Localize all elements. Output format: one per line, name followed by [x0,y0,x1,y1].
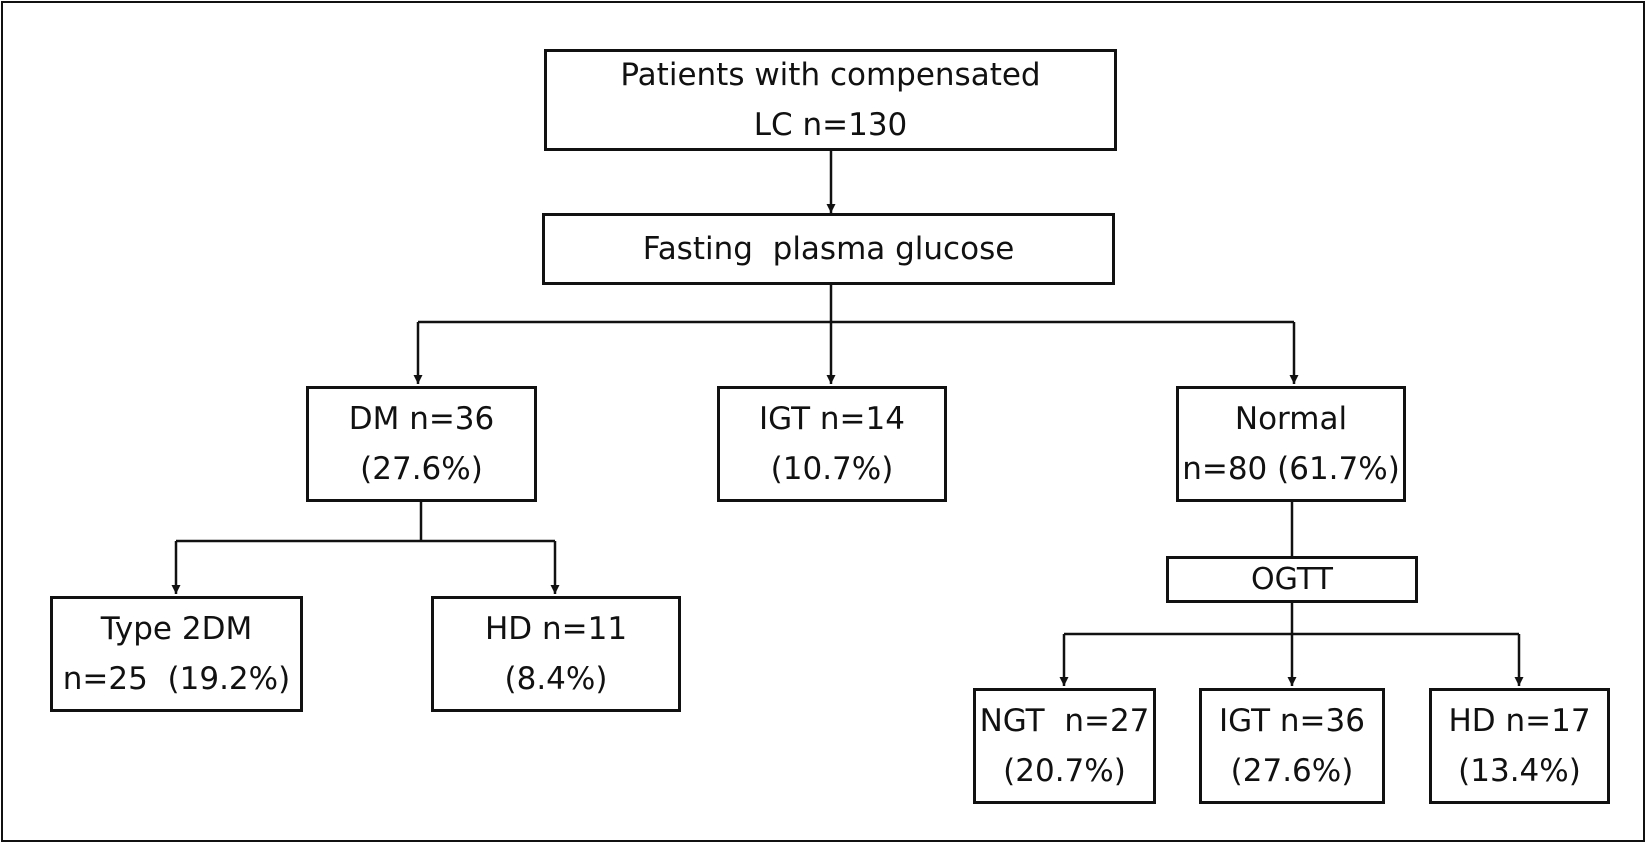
node-hd-ogtt-line1: HD n=17 [1448,703,1591,739]
node-ogtt: OGTT [1166,556,1418,603]
node-igt-line1: IGT n=14 [759,401,905,437]
node-hd-dm: HD n=11 (8.4%) [431,596,681,712]
node-hd-dm-line2: (8.4%) [504,661,608,697]
node-dm: DM n=36 (27.6%) [306,386,537,502]
node-ogtt-label: OGTT [1251,561,1333,597]
node-igt-ogtt-line1: IGT n=36 [1219,703,1365,739]
node-patients-lc: Patients with compensated LC n=130 [544,49,1117,151]
node-igt-ogtt-line2: (27.6%) [1230,753,1354,789]
node-dm-line1: DM n=36 [348,401,495,437]
node-igt-ogtt: IGT n=36 (27.6%) [1199,688,1385,804]
node-igt-line2: (10.7%) [770,451,894,487]
node-hd-dm-line1: HD n=11 [484,611,628,647]
node-hd-ogtt-line2: (13.4%) [1458,753,1581,789]
node-hd-ogtt: HD n=17 (13.4%) [1429,688,1610,804]
node-ngt-line2: (20.7%) [1003,753,1126,789]
node-normal: Normal n=80 (61.7%) [1176,386,1406,502]
node-fasting-plasma-glucose: Fasting plasma glucose [542,213,1115,285]
node-patients-lc-line2: LC n=130 [753,107,908,143]
node-normal-line1: Normal [1234,401,1348,437]
node-dm-line2: (27.6%) [360,451,483,487]
node-type2dm: Type 2DM n=25 (19.2%) [50,596,303,712]
node-ngt-line1: NGT n=27 [979,703,1150,739]
node-type2dm-line2: n=25 (19.2%) [62,661,291,697]
node-type2dm-line1: Type 2DM [100,611,253,647]
node-fasting-plasma-glucose-label: Fasting plasma glucose [642,231,1015,267]
node-igt: IGT n=14 (10.7%) [717,386,947,502]
node-ngt: NGT n=27 (20.7%) [973,688,1156,804]
node-normal-line2: n=80 (61.7%) [1182,451,1400,487]
node-patients-lc-line1: Patients with compensated [620,57,1041,93]
